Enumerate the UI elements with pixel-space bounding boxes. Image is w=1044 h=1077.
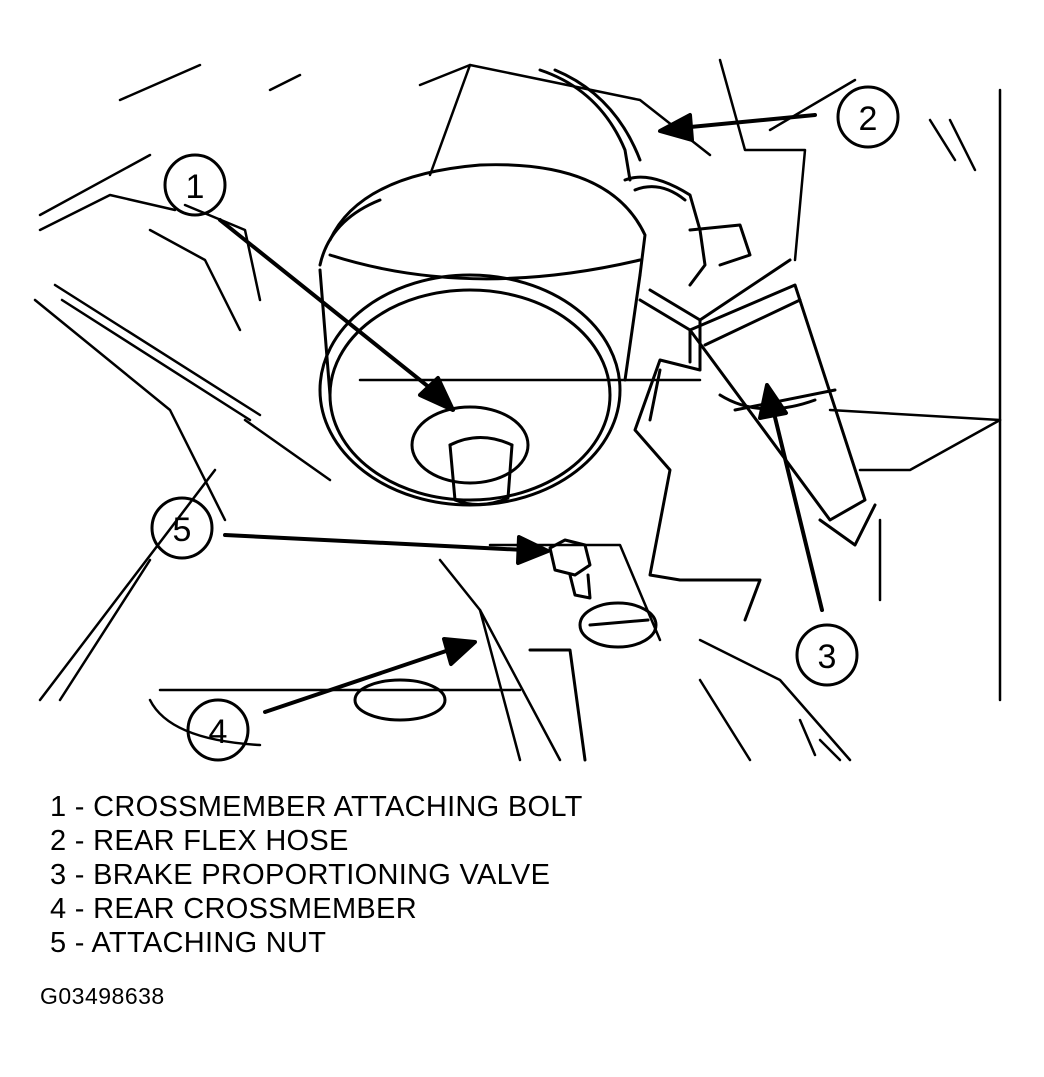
callout-2-number: 2 xyxy=(859,100,878,138)
arrowhead-4 xyxy=(442,637,477,666)
leader-arrows xyxy=(218,113,824,714)
callout-4: 4 xyxy=(186,698,250,762)
attaching-nut xyxy=(548,538,592,600)
arrow-2 xyxy=(678,113,817,130)
callout-1: 1 xyxy=(163,153,227,217)
legend-item: 5 - ATTACHING NUT xyxy=(50,927,327,959)
flex-hose xyxy=(538,68,752,287)
mounting-bracket xyxy=(633,258,792,622)
legend-item: 3 - BRAKE PROPORTIONING VALVE xyxy=(50,859,551,891)
legend-item: 1 - CROSSMEMBER ATTACHING BOLT xyxy=(50,791,583,823)
callout-5-number: 5 xyxy=(173,511,192,549)
callout-3: 3 xyxy=(795,623,859,687)
crossmember-bolt xyxy=(410,405,530,506)
arrow-4 xyxy=(263,646,457,714)
arrowhead-5 xyxy=(516,535,550,565)
callout-5: 5 xyxy=(150,496,214,560)
callout-1-number: 1 xyxy=(186,168,205,206)
callout-3-number: 3 xyxy=(818,638,837,676)
legend-item: 2 - REAR FLEX HOSE xyxy=(50,825,349,857)
background-structure xyxy=(33,58,1002,762)
crossmember-hole xyxy=(353,648,587,762)
slot-hole xyxy=(578,601,658,649)
callout-2: 2 xyxy=(836,85,900,149)
arrow-5 xyxy=(223,533,527,552)
callout-4-number: 4 xyxy=(209,713,228,751)
legend-item: 4 - REAR CROSSMEMBER xyxy=(50,893,417,925)
figure-id: G03498638 xyxy=(40,983,165,1009)
parts-legend: 1 - CROSSMEMBER ATTACHING BOLT 2 - REAR … xyxy=(50,790,583,960)
crossmember-bushing xyxy=(318,163,647,507)
arrowhead-2 xyxy=(658,113,694,142)
arrowhead-3 xyxy=(758,383,788,420)
arrow-1 xyxy=(218,218,447,402)
technical-illustration: 1 2 3 4 5 xyxy=(33,58,1002,762)
arrowhead-1 xyxy=(418,376,455,412)
arrow-3 xyxy=(770,403,824,612)
